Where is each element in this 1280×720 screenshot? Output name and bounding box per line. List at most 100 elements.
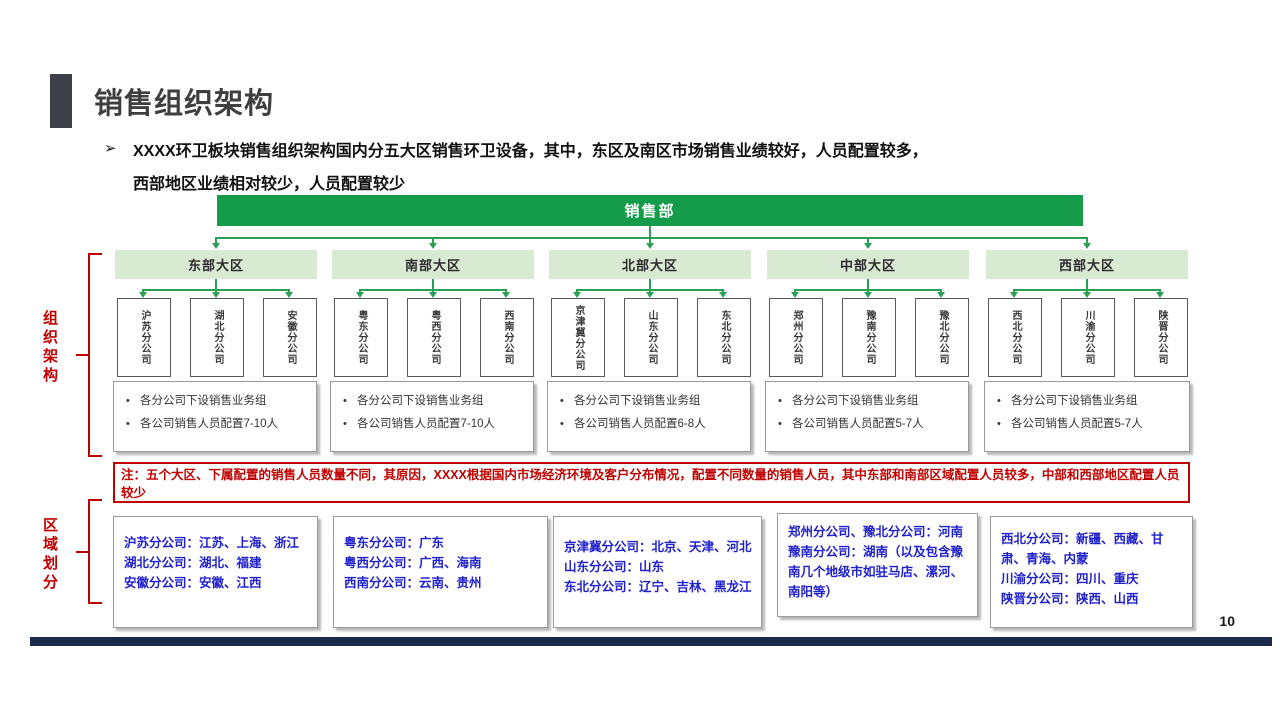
- connector-line: [649, 289, 651, 293]
- note-text: 各公司销售人员配置6-8人: [574, 417, 706, 430]
- arrow-down-icon: [139, 292, 147, 298]
- connector-line: [794, 289, 796, 293]
- note-text: 各分公司下设销售业务组: [140, 395, 267, 407]
- branch-label: 西南分公司: [502, 310, 513, 365]
- arrow-down-icon: [285, 292, 293, 298]
- branch-label: 陕晋分公司: [1156, 310, 1167, 365]
- branch-box: 安徽分公司: [263, 298, 317, 377]
- arrow-down-icon: [212, 292, 220, 298]
- connector-line: [1159, 289, 1161, 293]
- division-line: 川渝分公司：四川、重庆: [1001, 572, 1139, 586]
- page-number: 10: [1219, 613, 1235, 629]
- region-header-central: 中部大区: [767, 250, 969, 279]
- division-box-west: 西北分公司：新疆、西藏、甘肃、青海、内蒙 川渝分公司：四川、重庆 陕晋分公司：陕…: [990, 516, 1193, 628]
- region-header-west: 西部大区: [986, 250, 1188, 279]
- division-line: 山东分公司：山东: [564, 560, 665, 574]
- bullet-text-line1: XXXX环卫板块销售组织架构国内分五大区销售环卫设备，其中，东区及南区市场销售业…: [133, 143, 928, 160]
- note-text: 各分公司下设销售业务组: [1011, 395, 1138, 407]
- arrow-down-icon: [1156, 292, 1164, 298]
- branch-box: 东北分公司: [697, 298, 751, 377]
- note-text: 各分公司下设销售业务组: [357, 395, 484, 407]
- branch-label: 郑州分公司: [791, 310, 802, 365]
- connector-line: [649, 237, 651, 244]
- bullet-dot-icon: •: [778, 417, 782, 430]
- side-label-region-division: 区域划分: [41, 517, 58, 593]
- bullet-dot-icon: •: [778, 395, 782, 407]
- bracket-line: [88, 455, 102, 457]
- branch-label: 粤西分公司: [429, 310, 440, 365]
- branch-box: 京津冀分公司: [551, 298, 605, 377]
- connector-line: [215, 279, 217, 289]
- connector-line: [867, 237, 869, 244]
- division-box-south: 粤东分公司：广东 粤西分公司：广西、海南 西南分公司：云南、贵州: [333, 516, 548, 628]
- branch-label: 京津冀分公司: [573, 304, 584, 371]
- connector-line: [288, 289, 290, 293]
- branch-box: 粤西分公司: [407, 298, 461, 377]
- org-root-sales-dept: 销售部: [217, 195, 1083, 226]
- arrow-down-icon: [646, 243, 654, 249]
- branch-label: 西北分公司: [1010, 310, 1021, 365]
- connector-line: [359, 289, 361, 293]
- connector-line: [649, 279, 651, 289]
- bracket-line: [88, 253, 102, 255]
- bracket-line: [76, 551, 88, 553]
- arrow-down-icon: [937, 292, 945, 298]
- arrow-down-icon: [1010, 292, 1018, 298]
- region-notes-north: • 各分公司下设销售业务组 • 各公司销售人员配置6-8人: [547, 381, 751, 452]
- bullet-dot-icon: •: [560, 395, 564, 407]
- note-text: 各公司销售人员配置5-7人: [792, 417, 924, 430]
- region-header-north: 北部大区: [549, 250, 751, 279]
- connector-line: [432, 279, 434, 289]
- branch-box: 湖北分公司: [190, 298, 244, 377]
- bracket-line: [88, 499, 102, 501]
- connector-line: [576, 289, 578, 293]
- bullet-dot-icon: •: [343, 417, 347, 430]
- arrow-down-icon: [791, 292, 799, 298]
- branch-box: 陕晋分公司: [1134, 298, 1188, 377]
- arrow-down-icon: [502, 292, 510, 298]
- branch-box: 豫北分公司: [915, 298, 969, 377]
- division-line: 东北分公司：辽宁、吉林、黑龙江: [564, 580, 752, 594]
- branch-box: 郑州分公司: [769, 298, 823, 377]
- connector-line: [649, 226, 651, 237]
- branch-box: 西北分公司: [988, 298, 1042, 377]
- connector-line: [867, 289, 869, 293]
- division-line: 豫南分公司：湖南（以及包含豫南几个地级市如驻马店、漯河、南阳等）: [788, 545, 964, 599]
- branch-box: 川渝分公司: [1061, 298, 1115, 377]
- region-notes-south: •各分公司下设销售业务组 •各公司销售人员配置7-10人: [330, 381, 534, 452]
- arrow-down-icon: [1083, 243, 1091, 249]
- branch-box: 豫南分公司: [842, 298, 896, 377]
- side-label-org-structure: 组织架构: [41, 310, 58, 386]
- bullet-dot-icon: •: [126, 395, 130, 407]
- arrow-down-icon: [356, 292, 364, 298]
- bullet-dot-icon: •: [126, 417, 130, 430]
- bullet-dot-icon: •: [997, 417, 1001, 430]
- branch-label: 豫南分公司: [864, 310, 875, 365]
- bullet-dot-icon: •: [560, 417, 564, 430]
- note-text: 各分公司下设销售业务组: [792, 395, 919, 407]
- region-header-south: 南部大区: [332, 250, 534, 279]
- note-text: 各公司销售人员配置5-7人: [1011, 417, 1143, 430]
- arrow-down-icon: [864, 292, 872, 298]
- division-box-north: 京津冀分公司：北京、天津、河北 山东分公司：山东 东北分公司：辽宁、吉林、黑龙江: [553, 516, 762, 628]
- arrow-down-icon: [646, 292, 654, 298]
- connector-line: [505, 289, 507, 293]
- note-text: 各分公司下设销售业务组: [574, 395, 701, 407]
- connector-line: [142, 289, 144, 293]
- connector-line: [432, 289, 434, 293]
- region-notes-east: •各分公司下设销售业务组 •各公司销售人员配置7-10人: [113, 381, 317, 452]
- bracket-line: [88, 499, 90, 604]
- note-text: 各公司销售人员配置7-10人: [357, 417, 496, 430]
- division-line: 沪苏分公司：江苏、上海、浙江: [124, 536, 300, 550]
- arrow-down-icon: [719, 292, 727, 298]
- connector-line: [722, 289, 724, 293]
- division-box-central: 郑州分公司、豫北分公司：河南 豫南分公司：湖南（以及包含豫南几个地级市如驻马店、…: [777, 513, 978, 617]
- region-notes-central: • 各分公司下设销售业务组 • 各公司销售人员配置5-7人: [765, 381, 969, 452]
- arrow-down-icon: [864, 243, 872, 249]
- branch-label: 东北分公司: [719, 310, 730, 365]
- branch-label: 粤东分公司: [356, 310, 367, 365]
- branch-label: 山东分公司: [646, 310, 657, 365]
- note-bar: 注：五个大区、下属配置的销售人员数量不同，其原因，XXXX根据国内市场经济环境及…: [113, 462, 1190, 503]
- bullet-arrow-icon: ➢: [104, 140, 117, 157]
- connector-line: [432, 237, 434, 244]
